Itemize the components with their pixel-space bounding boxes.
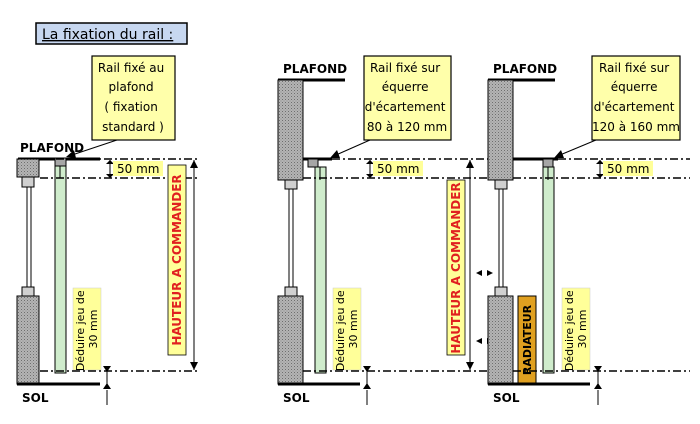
wall-lower <box>277 295 304 385</box>
callout-text: Rail fixé sur équerre d'écartement 80 à … <box>365 61 449 134</box>
plafond-label: PLAFOND <box>20 141 84 155</box>
plafond-label: PLAFOND <box>493 62 557 76</box>
page-title-text: La fixation du rail : <box>42 27 173 43</box>
deduire-label: Déduire jeu de 30 mm <box>563 287 589 371</box>
plafond-label: PLAFOND <box>283 62 347 76</box>
diagram-bracket-120-160: Rail fixé sur équerre d'écartement 120 à… <box>487 55 690 405</box>
deduire-label: Déduire jeu de 30 mm <box>334 287 360 371</box>
curtain-head <box>21 176 35 188</box>
callout-text: Rail fixé au plafond ( fixation standard… <box>98 61 168 134</box>
sol-label: SOL <box>283 391 310 405</box>
curtain-rail <box>16 158 40 178</box>
sol-label: SOL <box>22 391 49 405</box>
curtain-panel <box>314 166 327 374</box>
wall-lower <box>16 295 40 385</box>
diagram-bracket-80-120: Rail fixé sur équerre d'écartement 80 à … <box>277 55 493 405</box>
callout-box: Rail fixé au plafond ( fixation standard… <box>66 55 176 158</box>
sol-label: SOL <box>493 391 520 405</box>
curtain-panel <box>542 166 555 374</box>
wall-lower <box>487 295 514 385</box>
dimension-50mm: 50 mm <box>377 162 419 176</box>
hauteur-label: HAUTEUR A COMMANDER <box>170 174 184 345</box>
page-title: La fixation du rail : <box>35 22 188 45</box>
wall-upper <box>487 79 514 181</box>
radiateur-label: RADIATEUR <box>521 304 534 375</box>
curtain-panel <box>54 165 67 374</box>
dimension-50mm: 50 mm <box>117 162 159 176</box>
callout-box: Rail fixé sur équerre d'écartement 80 à … <box>330 55 452 158</box>
deduire-label: Déduire jeu de 30 mm <box>74 287 100 371</box>
dimension-50mm: 50 mm <box>607 162 649 176</box>
callout-text: Rail fixé sur équerre d'écartement 120 à… <box>592 61 680 134</box>
diagram-standard-fixation: Rail fixé au plafond ( fixation standard… <box>16 55 200 405</box>
hauteur-label: HAUTEUR A COMMANDER <box>449 182 463 353</box>
wall-upper <box>277 79 304 181</box>
callout-box: Rail fixé sur équerre d'écartement 120 à… <box>554 55 681 158</box>
